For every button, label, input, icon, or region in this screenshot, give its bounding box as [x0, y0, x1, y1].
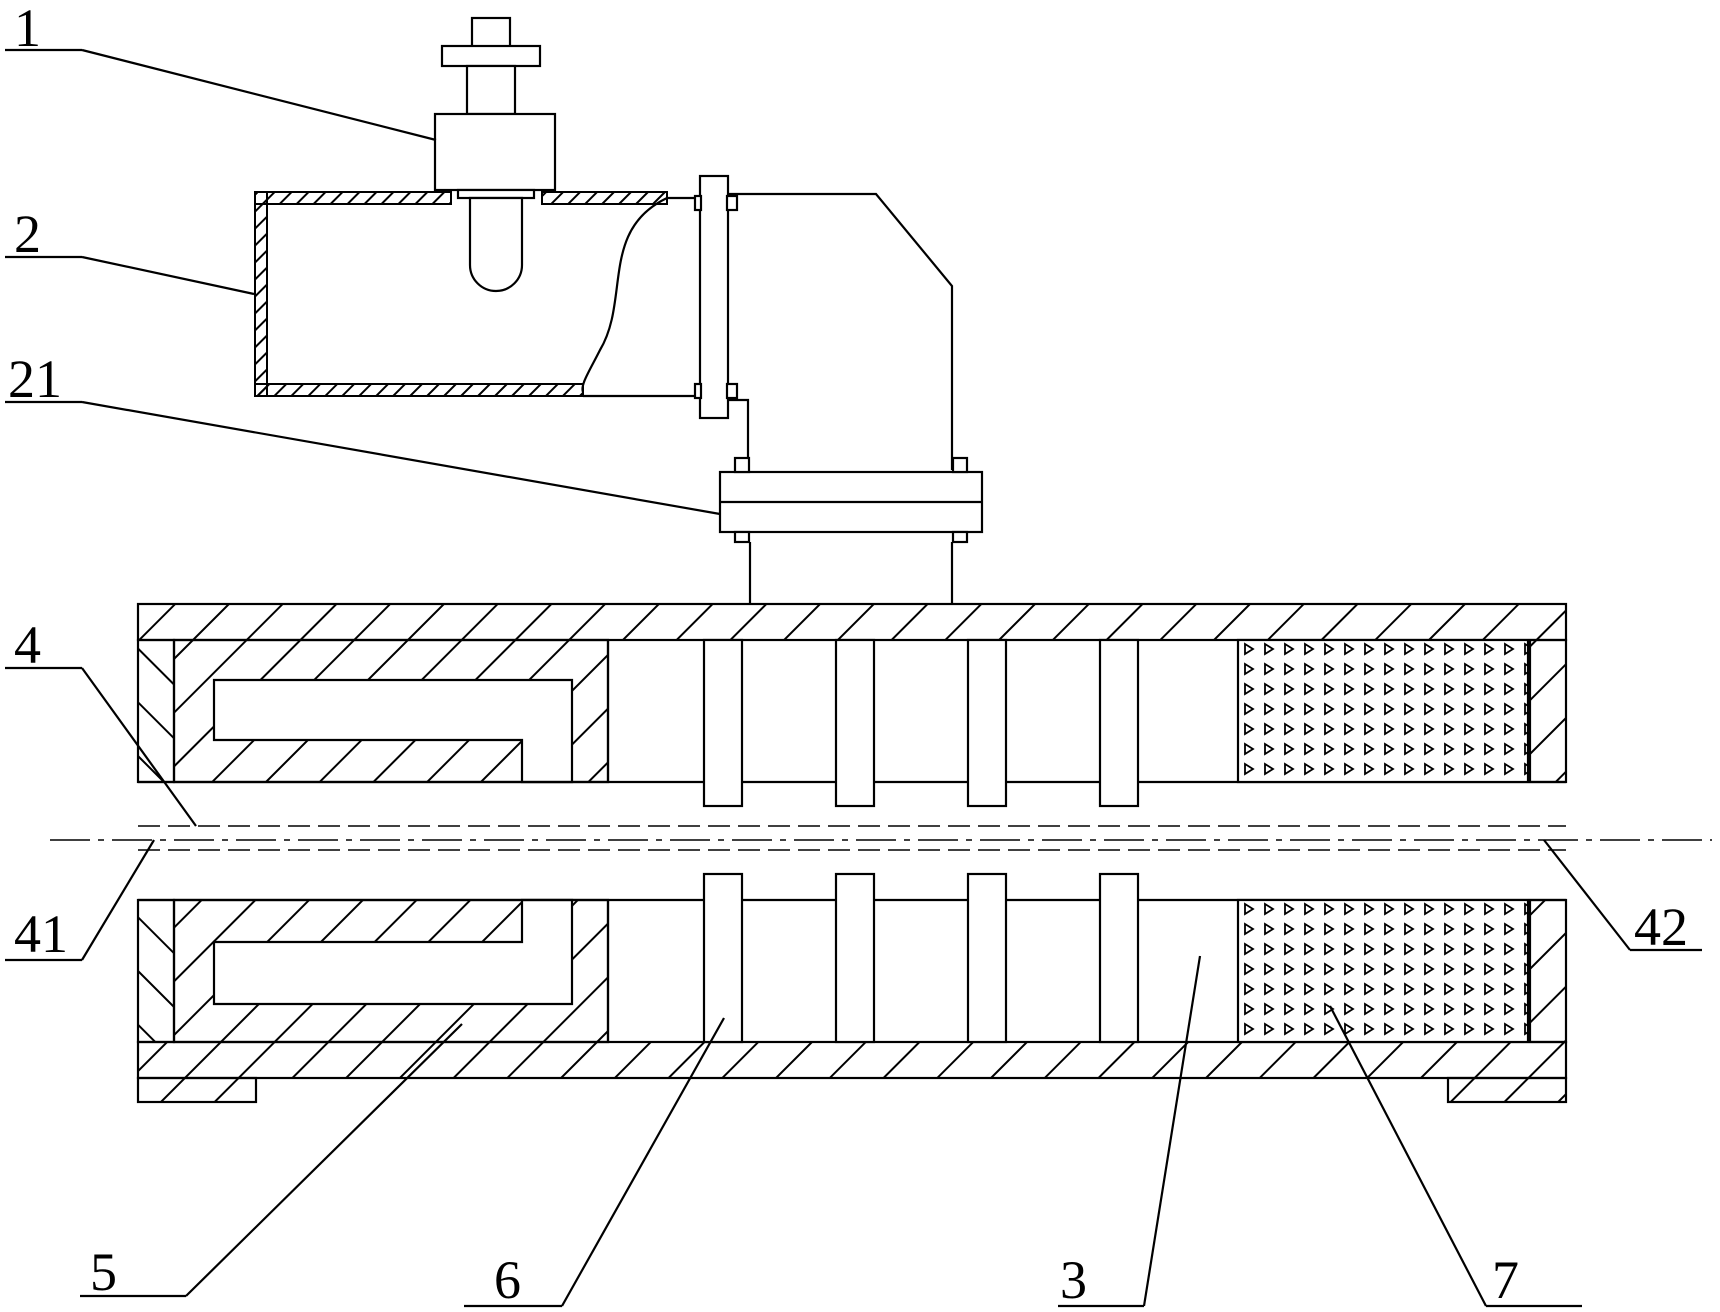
label-7: 7 — [1492, 1250, 1519, 1310]
label-1: 1 — [14, 0, 41, 58]
leader-lines — [5, 48, 1702, 1308]
part-5-labyrinth-lower — [172, 898, 610, 1044]
label-42: 42 — [1634, 897, 1688, 957]
label-21: 21 — [8, 349, 62, 409]
part-7-porous-filler — [1236, 638, 1530, 1044]
part-2-chamber — [254, 191, 700, 398]
label-6: 6 — [494, 1250, 521, 1310]
part-21-flange — [718, 456, 984, 604]
main-housing — [136, 602, 1568, 1104]
label-3: 3 — [1060, 1250, 1087, 1310]
label-5: 5 — [90, 1242, 117, 1302]
label-41: 41 — [14, 904, 68, 964]
part-4-center-tube — [50, 780, 1712, 902]
label-4: 4 — [14, 615, 41, 675]
part-6-fins — [606, 638, 1140, 1044]
part-labels: 1 2 21 4 41 42 5 6 3 7 — [8, 0, 1688, 1310]
part-5-labyrinth-upper — [172, 638, 610, 784]
elbow-pipe — [728, 192, 954, 470]
part-1-plug — [433, 16, 557, 293]
flange-vertical — [693, 174, 739, 420]
label-2: 2 — [14, 204, 41, 264]
